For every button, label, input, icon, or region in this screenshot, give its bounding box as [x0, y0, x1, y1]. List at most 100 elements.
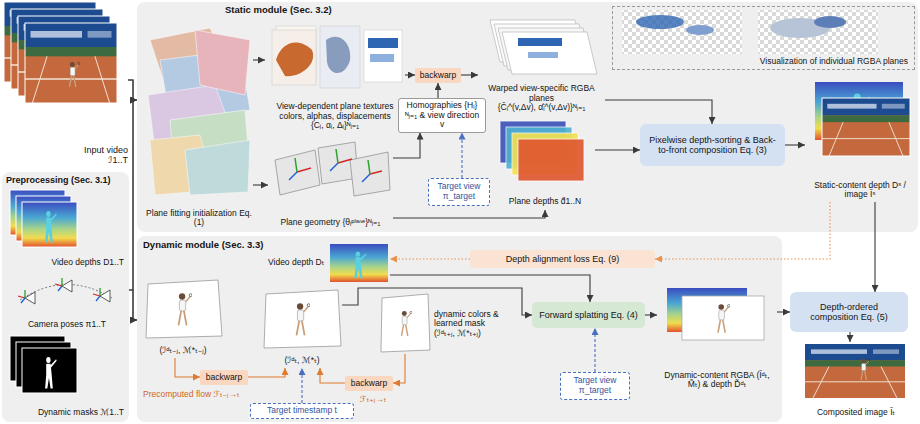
plane-fitting-figure: Plane fitting initialization Eq. (1) — [145, 22, 253, 230]
plane-texture-illustration — [370, 54, 394, 62]
node-label: backwarp — [351, 379, 387, 389]
composited-image-illustration — [805, 344, 905, 398]
node-label: Pixelwise depth-sorting & Back-to-front … — [646, 135, 779, 155]
frame-figure: (ℐᵈₜ, ℳ*ₜ) — [262, 290, 342, 368]
plane-fitting-illustration — [185, 140, 250, 195]
frame-figure: (ℐᵈₜ₋ⱼ, ℳ*ₜ₋ⱼ) — [143, 280, 223, 358]
plane-texture-illustration — [364, 30, 402, 82]
composition-box: Pixelwise depth-sorting & Back-to-front … — [640, 124, 785, 166]
node-label: Homographies {Hᵢ}ᴺᵢ₌₁ & view direction v — [402, 101, 482, 130]
camera-poses-illustration — [55, 278, 72, 292]
connector-arrow — [595, 149, 640, 150]
video-depths-illustration — [10, 190, 77, 247]
backwarp-box: backwarp — [200, 370, 248, 385]
node-label: (ℐᵈₜ, ℳ*ₜ) — [285, 356, 320, 366]
plane-geometry-illustration — [330, 163, 338, 171]
input-video-stack — [25, 23, 117, 103]
node-label: Plane fitting initialization Eq. (1) — [146, 209, 252, 228]
plane-geometry-illustration — [362, 174, 370, 182]
plane-geometry-illustration — [297, 168, 311, 172]
node-label: Forward splatting Eq. (4) — [539, 310, 638, 320]
connector-arrow — [253, 59, 265, 60]
camera-poses-illustration — [55, 284, 62, 286]
node-label: Composited image Ĩₜ — [817, 408, 895, 418]
composition-box: Depth-ordered composition Eq. (5) — [790, 292, 908, 332]
dynamic-masks-illustration — [22, 348, 77, 393]
target-timestamp-box: Target timestamp t — [250, 403, 354, 419]
dynamic-content-figure: Dynamic-content RGBA (Ĩᵈₜ, M̃ₜ) & depth … — [657, 286, 777, 392]
plane-geometry-illustration — [370, 171, 382, 174]
connector-arrow — [128, 80, 137, 320]
plane-geometry-illustration — [275, 150, 320, 195]
node-label: (ℐᵈₜ₊ⱼ, ℳ*ₜ₊ⱼ) — [434, 329, 481, 339]
static-content-figure: Static-content depth Dˢ / image Ĩˢ — [805, 80, 915, 202]
warped-planes-illustration — [518, 38, 562, 46]
node-label: Static-content depth Dˢ / image Ĩˢ — [806, 181, 914, 200]
connector-arrow — [461, 133, 462, 178]
connector-arrow — [785, 144, 805, 145]
camera-poses-illustration — [18, 296, 25, 298]
connector-arrow — [248, 368, 285, 377]
flow-label: ℱₜ₊ⱼ→ₜ — [360, 395, 386, 405]
camera-poses-illustration — [24, 290, 25, 298]
node-label: Input video ℐ1..T — [66, 145, 128, 165]
connector-arrow — [437, 83, 438, 98]
dynamic-masks-figure: Dynamic masks ℳ1..T — [8, 334, 126, 420]
warped-planes-figure: Warped view-specific RGBA planes{Ĉᵢ^(v,Δ… — [478, 18, 605, 114]
camera-poses-illustration — [99, 288, 100, 296]
camera-poses-illustration — [18, 278, 112, 304]
connector-arrow — [405, 74, 415, 75]
connector-arrow — [175, 358, 200, 377]
dynamic-masks-illustration — [22, 348, 77, 393]
plane-geometry-illustration — [289, 172, 297, 180]
dynamic-content-illustration — [682, 296, 764, 340]
input-video-stack — [70, 62, 81, 87]
static-content-illustration — [822, 98, 910, 156]
backwarp-box: backwarp — [415, 68, 461, 83]
input-video-figure: Input video ℐ1..T — [4, 2, 128, 167]
plane-geometry-illustration — [336, 149, 338, 163]
video-depth-illustration — [330, 244, 388, 282]
composited-image-illustration — [805, 344, 905, 398]
dynamic-frames-illustration — [402, 311, 413, 336]
dynamic-content-illustration — [667, 288, 764, 340]
video-depths-illustration — [22, 202, 77, 247]
connector-arrow — [393, 210, 545, 218]
node-label: Camera poses π1..T — [28, 320, 106, 330]
panel-ground — [2, 172, 129, 422]
camera-poses-illustration — [96, 296, 100, 301]
node-label: Dynamic masks ℳ1..T — [38, 408, 124, 418]
plane-texture-illustration — [326, 37, 350, 73]
target-view-box: Target view π_target — [428, 178, 490, 206]
camera-poses-illustration — [93, 294, 100, 296]
connector-arrow — [390, 258, 470, 259]
panel-ground — [137, 2, 918, 232]
connector-arrow — [645, 314, 657, 315]
plane-texture-illustration — [368, 38, 398, 48]
preprocessing-panel: Preprocessing (Sec. 3.1)Video depths D1.… — [2, 172, 129, 422]
camera-poses-illustration — [61, 278, 62, 286]
forward-splatting-box: Forward splatting Eq. (4) — [532, 302, 645, 328]
node-label: Video depth Dₜ — [268, 258, 324, 268]
rgba-plane-illustration — [758, 10, 878, 54]
node-label: Plane geometry {θᵢᵖˡᵃⁿᵉ}ᴺᵢ₌₁ — [281, 218, 381, 228]
plane-fitting-illustration — [195, 30, 250, 95]
static-content-illustration — [822, 98, 910, 156]
plane-texture-illustration — [272, 30, 316, 85]
camera-poses-illustration — [100, 290, 110, 302]
rgba-plane-illustration — [622, 10, 878, 54]
input-video-stack — [25, 23, 117, 103]
video-depths-figure: Video depths D1..T — [8, 188, 126, 270]
video-depth-figure: Video depth Dₜ — [265, 242, 390, 284]
dynamic-frames-illustration — [146, 280, 222, 338]
plane-texture-figure: View-dependent plane textures colors, al… — [265, 20, 405, 132]
homography-box: Homographies {Hᵢ}ᴺᵢ₌₁ & view direction v — [398, 98, 486, 133]
connector-arrow — [393, 133, 420, 158]
warped-planes-illustration — [502, 32, 597, 74]
connector-arrow — [594, 328, 595, 372]
connector-arrow — [605, 100, 712, 124]
node-label: {Cᵢ, αᵢ, Δᵢ}ᴺᵢ₌₁ — [311, 121, 359, 131]
node-label: (ℐᵈₜ₋ⱼ, ℳ*ₜ₋ⱼ) — [160, 346, 207, 356]
node-label: Depth alignment loss Eq. (9) — [506, 254, 620, 264]
